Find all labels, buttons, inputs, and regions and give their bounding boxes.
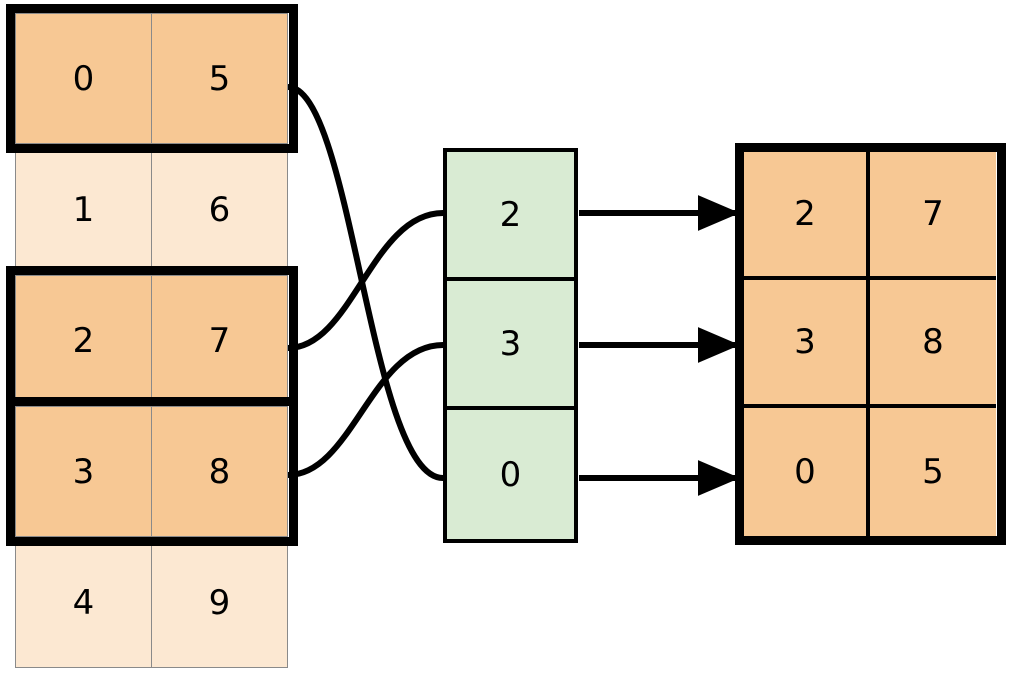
table-row: 0 5 bbox=[744, 408, 997, 536]
result-cell-r1-c0: 3 bbox=[744, 280, 870, 408]
index-vector-column: 2 3 0 bbox=[443, 148, 578, 543]
table-row[interactable]: 3 8 bbox=[15, 406, 289, 537]
table-row[interactable]: 2 7 bbox=[15, 275, 289, 406]
result-cell-r1-c1: 8 bbox=[870, 280, 996, 408]
curve-row-0-to-slot-2 bbox=[287, 84, 444, 481]
table-row[interactable]: 1 6 bbox=[15, 144, 289, 275]
result-cell-r2-c0: 0 bbox=[744, 408, 870, 536]
table-row[interactable]: 4 9 bbox=[15, 537, 289, 668]
result-cell-r2-c1: 5 bbox=[870, 408, 996, 536]
source-cell-r1-c0: 1 bbox=[15, 144, 152, 275]
result-cell-r0-c1: 7 bbox=[870, 152, 996, 280]
index-cell-2[interactable]: 0 bbox=[447, 410, 574, 539]
source-cell-r3-c0: 3 bbox=[15, 406, 152, 537]
source-cell-r2-c1: 7 bbox=[151, 275, 288, 406]
table-row[interactable]: 0 5 bbox=[15, 13, 289, 144]
source-cell-r4-c1: 9 bbox=[151, 537, 288, 668]
curve-row-3-to-slot-1 bbox=[287, 342, 444, 478]
source-cell-r3-c1: 8 bbox=[151, 406, 288, 537]
source-array-table: 0 5 1 6 2 7 3 8 4 9 bbox=[6, 4, 298, 672]
result-array-table: 2 7 3 8 0 5 bbox=[735, 143, 1006, 545]
curve-row-2-to-slot-0 bbox=[287, 210, 444, 351]
index-cell-0[interactable]: 2 bbox=[447, 152, 574, 281]
source-cell-r0-c0: 0 bbox=[15, 13, 152, 144]
index-cell-1[interactable]: 3 bbox=[447, 281, 574, 410]
table-row: 3 8 bbox=[744, 280, 997, 408]
result-cell-r0-c0: 2 bbox=[744, 152, 870, 280]
source-cell-r4-c0: 4 bbox=[15, 537, 152, 668]
source-cell-r2-c0: 2 bbox=[15, 275, 152, 406]
table-row: 2 7 bbox=[744, 152, 997, 280]
source-cell-r0-c1: 5 bbox=[151, 13, 288, 144]
source-cell-r1-c1: 6 bbox=[151, 144, 288, 275]
